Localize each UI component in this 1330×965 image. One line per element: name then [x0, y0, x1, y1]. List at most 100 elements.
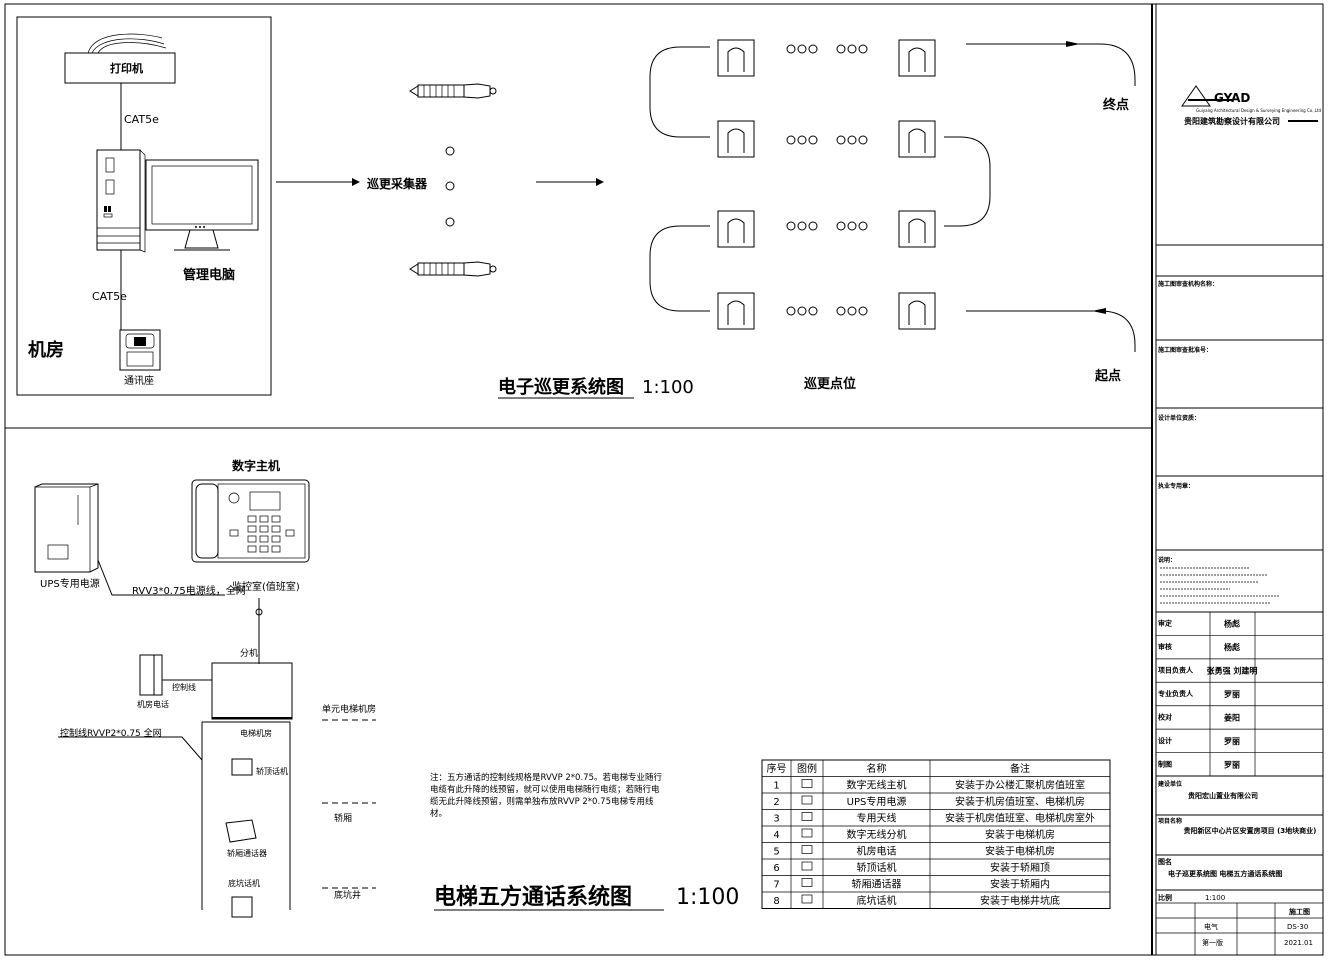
wand-reader-icon-top: [409, 83, 497, 99]
arrow-right-icon-2: [536, 178, 604, 186]
machine-room-phone-label: 机房电话: [137, 699, 169, 709]
legend-no: 3: [773, 814, 779, 825]
server-tower-icon: [96, 149, 146, 253]
title-block: GYAD Guiyang Architectural Design & Surv…: [1155, 4, 1323, 955]
client-label: 建设单位: [1158, 780, 1182, 788]
ellipsis-dots-vertical: [445, 146, 455, 227]
patrol-point-grid: [649, 39, 1136, 352]
legend-remark: 安装于轿厢内: [990, 878, 1050, 891]
legend-name: 轿顶话机: [857, 861, 897, 874]
legend-remark: 安装于电梯井坑底: [980, 894, 1060, 907]
elev-room-label: 电梯机房: [240, 728, 272, 738]
digital-host-label: 数字主机: [232, 458, 280, 473]
signature-role: 设计: [1158, 736, 1172, 745]
company-en: Guiyang Architectural Design & Surveying…: [1196, 108, 1321, 113]
machine-room-box: 机房: [16, 16, 272, 396]
wand-reader-icon-bottom: [409, 261, 497, 277]
legend-name: UPS专用电源: [847, 795, 907, 808]
car-top-phone-icon: [231, 758, 253, 776]
scale-label: 比例: [1158, 893, 1172, 902]
legend-symbol-icon: [801, 812, 813, 821]
legend-symbol-icon: [801, 779, 813, 788]
pit-label: 底坑井: [334, 889, 361, 901]
floor-machine-label: 单元电梯机房: [322, 703, 376, 715]
monitor-icon: [145, 159, 259, 251]
ups-icon: [34, 483, 99, 573]
patrol-point-icon: [717, 39, 755, 77]
legend-symbol-icon: [801, 861, 813, 871]
legend-symbol-icon: [801, 845, 813, 854]
comm-seat-label: 通讯座: [124, 374, 154, 387]
drawing-label: 图名: [1158, 857, 1172, 866]
signature-name: 杨彪: [1224, 642, 1240, 652]
legend-symbol-icon: [801, 795, 813, 805]
legend-symbol-icon: [801, 878, 813, 887]
legend-remark: 安装于办公楼汇聚机房值班室: [955, 779, 1085, 792]
legend-header: 序号: [767, 762, 787, 775]
rvv-cable-label: RVV3*0.75电源线，全网: [132, 584, 246, 597]
patrol-point-icon: [898, 292, 936, 330]
duty-room-label: 监控室(值班室): [232, 580, 300, 593]
legend-no: 6: [773, 863, 779, 874]
signature-role: 专业负责人: [1158, 689, 1194, 698]
control-cable-label: 控制线RVVP2*0.75 全网: [60, 727, 162, 739]
end-point-label: 终点: [1103, 97, 1129, 113]
patrol-point-icon: [898, 120, 936, 158]
digital-host-phone-icon: [191, 479, 310, 563]
patrol-title: 电子巡更系统图: [498, 376, 624, 398]
patrol-point-row-3: [717, 210, 936, 248]
cat5e-label-bottom: CAT5e: [92, 290, 127, 303]
legend-symbol-icon: [801, 828, 813, 838]
patrol-point-row-2: [717, 120, 936, 158]
car-intercom-label: 轿厢通话器: [227, 848, 267, 858]
legend-name: 机房电话: [857, 845, 897, 858]
pit-phone-label: 底坑话机: [228, 878, 260, 888]
patrol-point-icon: [717, 292, 755, 330]
signature-role: 项目负责人: [1158, 666, 1194, 675]
machine-room-label: 机房: [28, 339, 64, 361]
printer-icon: [64, 52, 176, 84]
signature-role: 审核: [1158, 642, 1172, 651]
legend-no: 7: [773, 880, 779, 891]
legend-remark: 安装于机房值班室、电梯机房室外: [945, 812, 1095, 825]
version-value: 第一版: [1202, 938, 1223, 947]
signature-role: 校对: [1158, 712, 1172, 721]
signature-name: 罗丽: [1224, 737, 1240, 746]
patrol-scale: 1:100: [642, 377, 694, 398]
date-value: 2021.01: [1284, 939, 1313, 947]
patrol-point-row-4: [717, 292, 936, 330]
construction-unit-label: 施工图审查机构名称：: [1158, 280, 1218, 288]
legend-header: 名称: [867, 762, 887, 775]
stamp-label: 执业专用章：: [1158, 482, 1194, 490]
client-name: 贵阳宏山置业有限公司: [1188, 791, 1258, 800]
notes-label: 说明：: [1158, 556, 1176, 564]
legend-remark: 安装于轿厢顶: [990, 861, 1050, 874]
pit-phone-icon: [231, 896, 253, 918]
patrol-point-row-1: [717, 39, 936, 77]
legend-remark: 安装于机房值班室、电梯机房: [955, 795, 1085, 808]
signature-rows: 审定杨彪审核杨彪项目负责人张勇强 刘建明专业负责人罗丽校对姜阳设计罗丽制图罗丽: [1156, 619, 1323, 769]
patrol-point-icon: [717, 210, 755, 248]
elevator-note: 注：五方通话的控制线规格是RVVP 2*0.75。若电梯专业随行电缆有此升降的线…: [430, 773, 662, 819]
legend-no: 2: [773, 797, 779, 808]
sheet-border: [4, 3, 1324, 956]
sub-unit-icon: [211, 662, 293, 720]
legend-remark: 安装于电梯机房: [985, 845, 1055, 858]
project-name: 贵阳新区中心片区安置房项目 (3地块商业): [1183, 827, 1317, 835]
legend-no: 8: [773, 896, 779, 907]
legend-name: 轿厢通话器: [852, 878, 902, 891]
control-line-label: 控制线: [172, 682, 196, 692]
design-cert-label: 设计单位资质：: [1158, 414, 1200, 422]
comm-seat-icon: [119, 329, 161, 371]
cat5e-label-top: CAT5e: [124, 113, 159, 126]
machine-room-phone-icon: [139, 654, 163, 696]
legend-symbol-icon: [801, 894, 813, 904]
signature-name: 姜阳: [1224, 712, 1240, 722]
scale-value: 1:100: [1205, 894, 1225, 902]
legend-name: 专用天线: [857, 812, 897, 825]
arrow-right-icon: [276, 178, 360, 186]
printer: 打印机: [64, 33, 176, 84]
signature-name: 杨彪: [1224, 619, 1240, 629]
legend-header: 备注: [1010, 762, 1030, 775]
